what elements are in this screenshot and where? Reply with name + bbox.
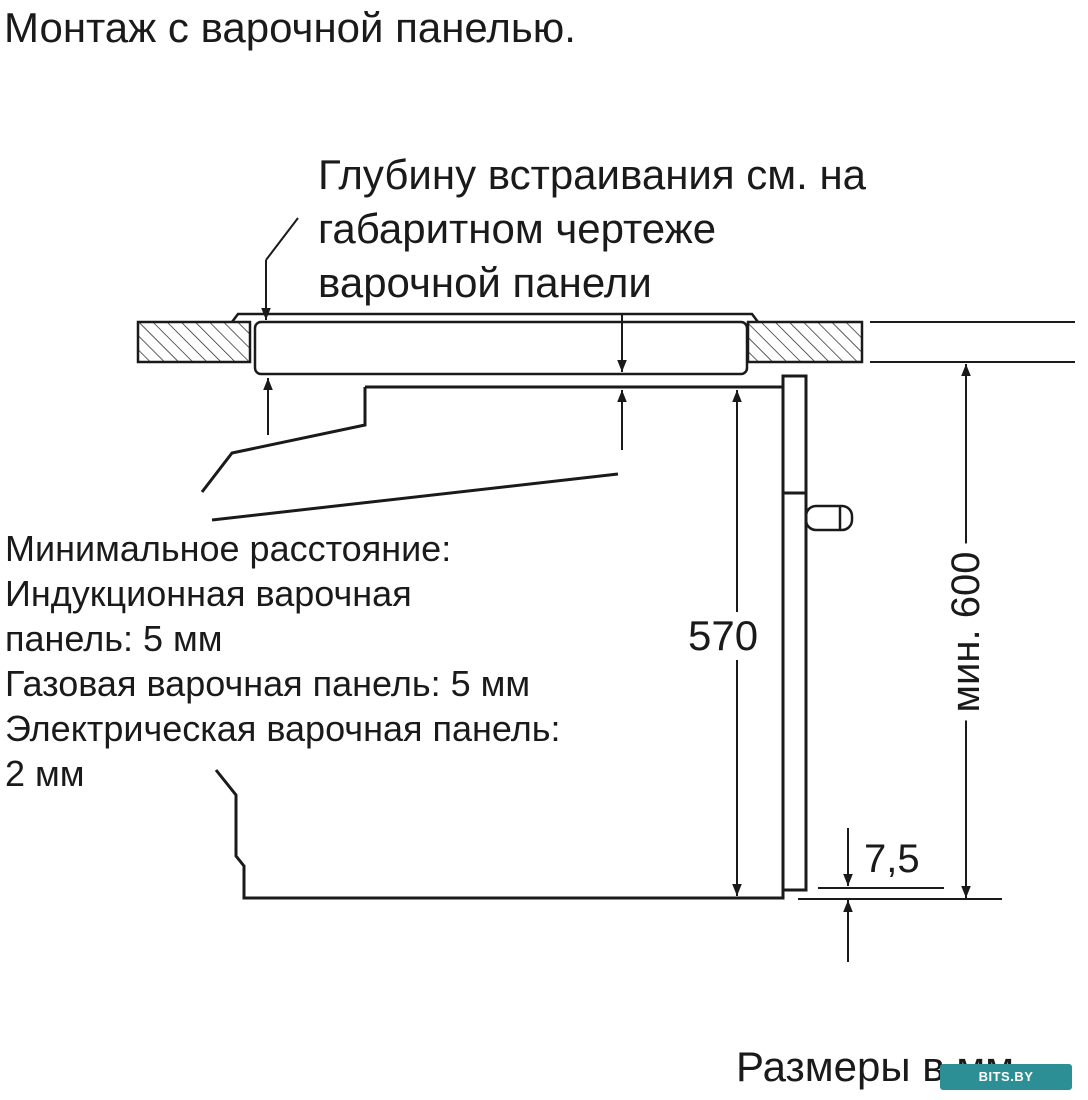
dimension-570-label: 570: [686, 612, 761, 660]
watermark-logo: BITS.BY: [940, 1064, 1072, 1090]
min-distance-line: панель: 5 мм: [5, 618, 223, 659]
countertop-left: [136, 320, 252, 364]
depth-note-line: габаритном чертеже: [318, 205, 717, 252]
oven-front-panel: [781, 374, 808, 892]
page-title: Монтаж с варочной панелью.: [4, 4, 576, 51]
min-distance-line: Электрическая варочная панель:: [5, 708, 561, 749]
min-distance-line: Газовая варочная панель: 5 мм: [5, 663, 531, 704]
countertop-right: [746, 320, 864, 364]
dimension-min-600-label: мин. 600: [943, 543, 989, 721]
cooktop: [231, 312, 759, 376]
countertop-edge-lines: [870, 321, 1075, 363]
min-distance-line: Индукционная варочная: [5, 573, 412, 614]
min-distance-note: Минимальное расстояние: Индукционная вар…: [5, 526, 560, 796]
min-distance-line: Минимальное расстояние:: [5, 528, 452, 569]
depth-note-line: варочной панели: [318, 259, 652, 306]
depth-note-leader: [265, 217, 299, 261]
depth-note-line: Глубину встраивания см. на: [318, 151, 867, 198]
control-knob: [804, 504, 854, 532]
min-distance-line: 2 мм: [5, 753, 85, 794]
extension-lines: [798, 887, 1002, 900]
depth-note: Глубину встраивания см. на габаритном че…: [318, 148, 866, 310]
dimension-7-5-label: 7,5: [864, 837, 920, 881]
